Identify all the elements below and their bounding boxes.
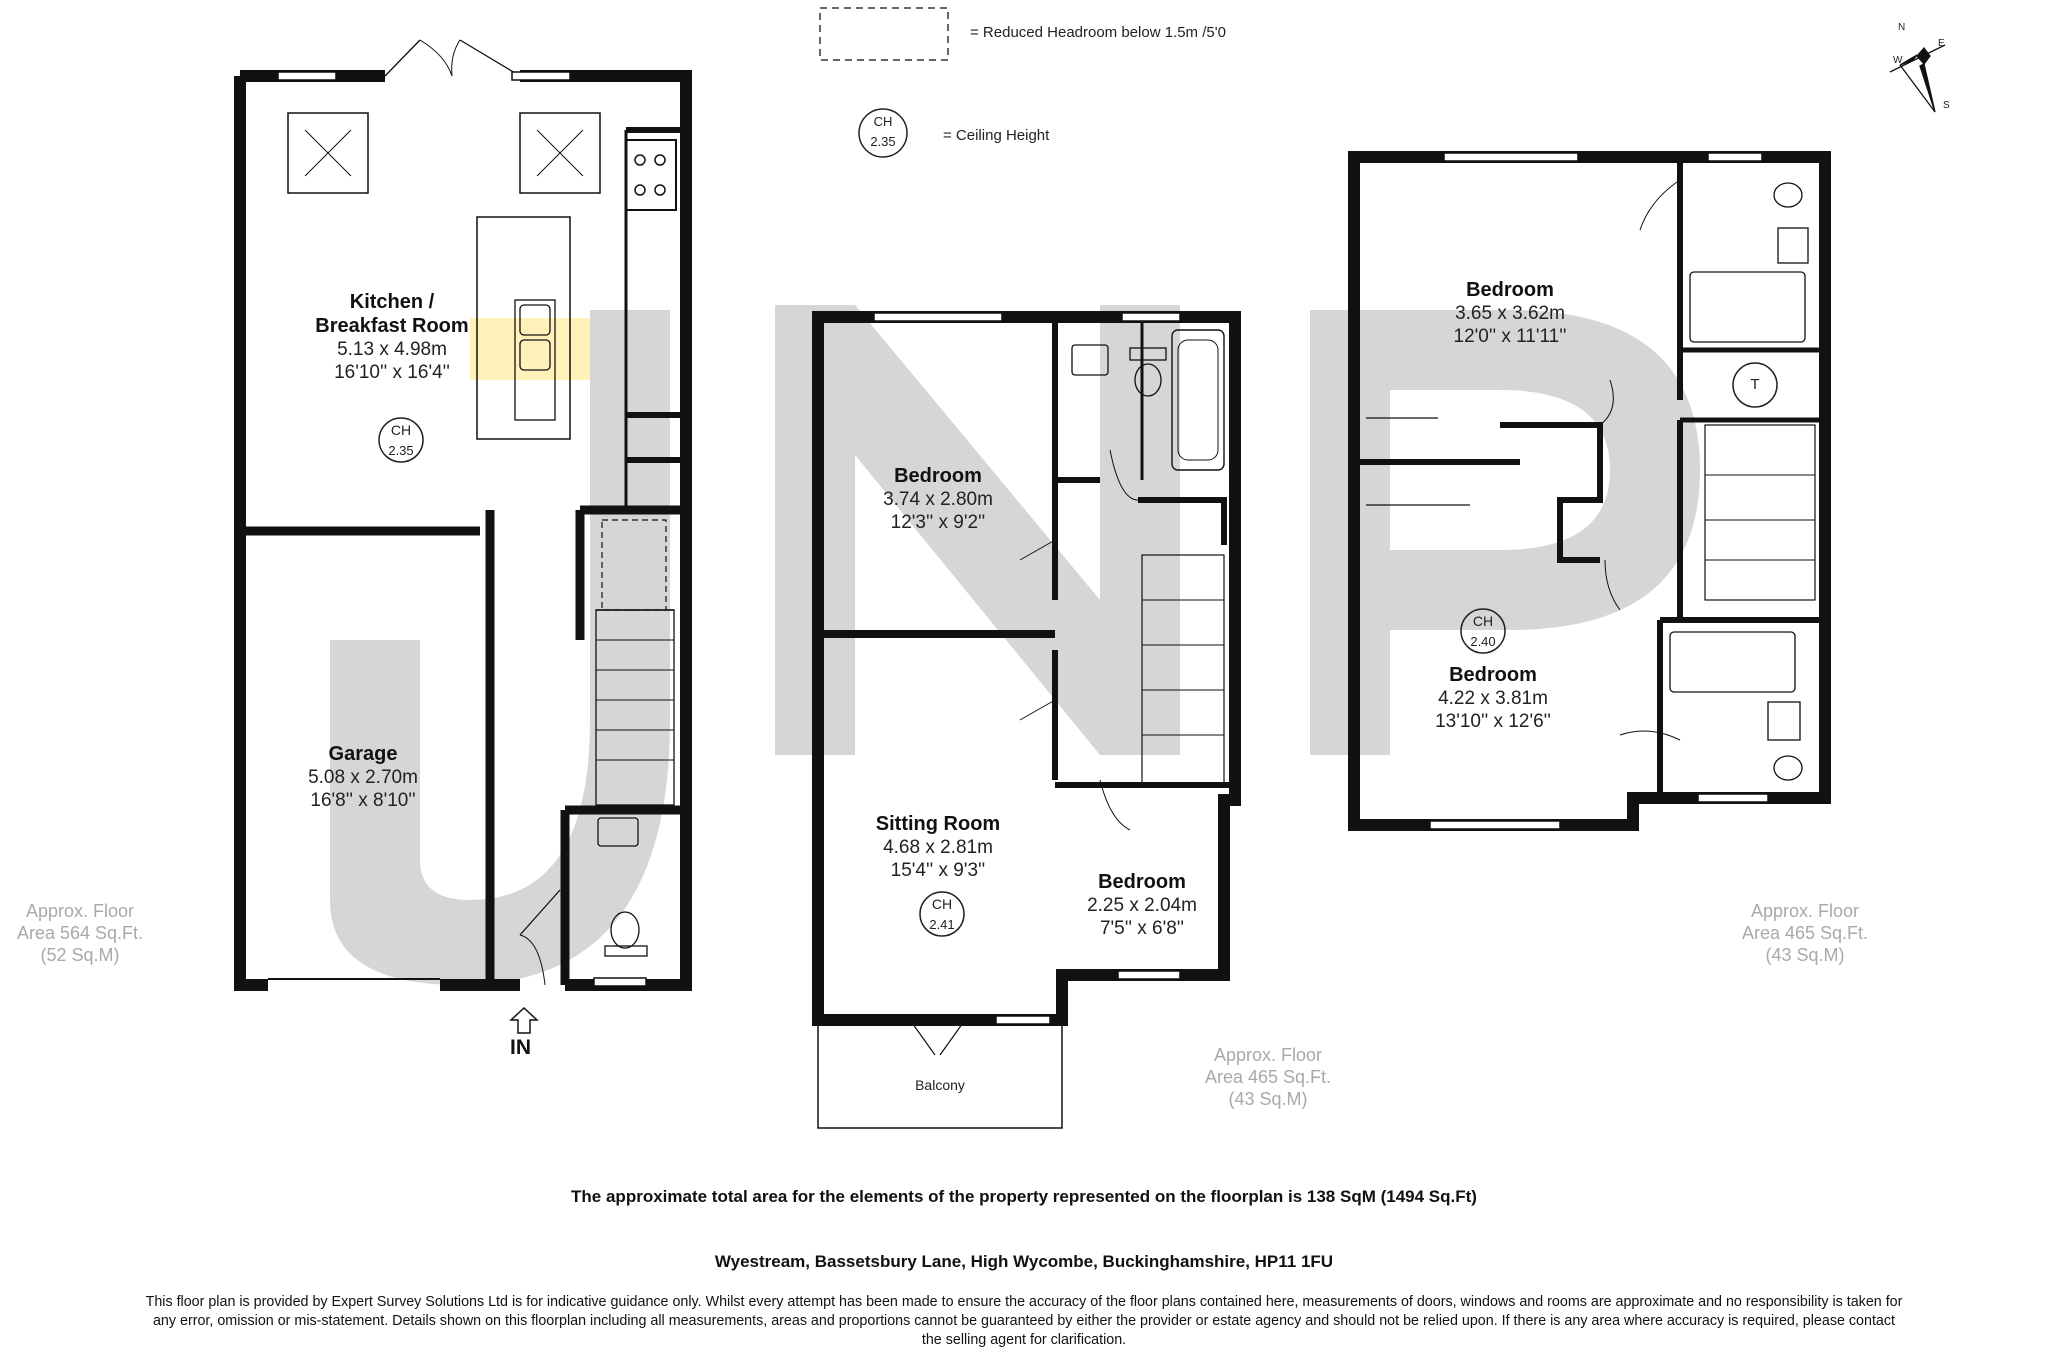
second-bedroom-bottom-name: Bedroom — [1449, 664, 1537, 686]
kitchen-imperial: 16'10'' x 16'4'' — [334, 362, 450, 383]
second-bedroom-top-imperial: 12'0'' x 11'11'' — [1453, 326, 1567, 347]
legend-ch-label: CH — [873, 114, 893, 129]
second-bedroom-ch-label: CH — [1472, 613, 1494, 629]
first-bedroom-name: Bedroom — [894, 465, 982, 487]
ground-area-line1: Approx. Floor — [25, 901, 135, 921]
watermark-logo — [330, 305, 1700, 985]
reduced-headroom-legend: = Reduced Headroom below 1.5m /5'0 — [970, 24, 1226, 41]
disclaimer-line2: any error, omission or mis-statement. De… — [152, 1313, 1896, 1329]
sitting-room-ceiling-height-icon — [919, 891, 965, 937]
kitchen-name-line2: Breakfast Room — [315, 315, 469, 337]
small-bedroom-name: Bedroom — [1098, 871, 1186, 893]
sitting-room-ch-value: 2.41 — [929, 917, 955, 932]
first-bedroom-label: Bedroom 3.74 x 2.80m 12'3'' x 9'2'' — [883, 464, 993, 534]
sitting-room-metric: 4.68 x 2.81m — [883, 837, 993, 858]
property-address: Wyestream, Bassetsbury Lane, High Wycomb… — [714, 1252, 1334, 1271]
first-bedroom-imperial: 12'3'' x 9'2'' — [890, 512, 986, 533]
first-floor-area: Approx. Floor Area 465 Sq.Ft. (43 Sq.M) — [1205, 1044, 1331, 1110]
entrance-label: IN — [510, 1036, 531, 1059]
balcony-label: Balcony — [915, 1077, 965, 1093]
garage-name: Garage — [328, 743, 398, 765]
compass-e: E — [1938, 38, 1945, 49]
second-area-line1: Approx. Floor — [1750, 901, 1860, 921]
garage-imperial: 16'8'' x 8'10'' — [310, 790, 416, 811]
disclaimer: This floor plan is provided by Expert Su… — [0, 1293, 2048, 1350]
bedroom-ceiling-height-icon — [1460, 608, 1506, 654]
kitchen-ch-label: CH — [390, 422, 412, 438]
second-area-line2: Area 465 Sq.Ft. — [1741, 923, 1869, 943]
sitting-room-label: Sitting Room 4.68 x 2.81m 15'4'' x 9'3'' — [876, 812, 1000, 882]
reduced-headroom-legend-box — [819, 7, 949, 61]
second-area-line3: (43 Sq.M) — [1765, 945, 1845, 965]
total-area-statement: The approximate total area for the eleme… — [571, 1187, 1477, 1206]
kitchen-ch-value: 2.35 — [388, 443, 414, 458]
compass-s: S — [1943, 100, 1950, 111]
first-bedroom-metric: 3.74 x 2.80m — [883, 489, 993, 510]
second-bedroom-ch-value: 2.40 — [1470, 634, 1496, 649]
compass-w: W — [1893, 55, 1903, 66]
second-floor-area: Approx. Floor Area 465 Sq.Ft. (43 Sq.M) — [1742, 900, 1868, 966]
second-bedroom-bottom-label: Bedroom 4.22 x 3.81m 13'10'' x 12'6'' — [1435, 663, 1551, 733]
kitchen-label: Kitchen / Breakfast Room 5.13 x 4.98m 16… — [315, 290, 468, 384]
sitting-room-ch-label: CH — [931, 896, 953, 912]
ground-floor-plan — [234, 39, 692, 991]
ground-area-line2: Area 564 Sq.Ft. — [16, 923, 144, 943]
cupboard-label: T — [1750, 376, 1760, 393]
small-bedroom-label: Bedroom 2.25 x 2.04m 7'5'' x 6'8'' — [1087, 870, 1197, 940]
garage-metric: 5.08 x 2.70m — [308, 767, 418, 788]
sitting-room-imperial: 15'4'' x 9'3'' — [890, 860, 986, 881]
second-floor-plan — [1348, 151, 1831, 831]
sitting-room-name: Sitting Room — [875, 813, 1001, 835]
second-bedroom-top-name: Bedroom — [1466, 279, 1554, 301]
small-bedroom-metric: 2.25 x 2.04m — [1087, 895, 1197, 916]
second-bedroom-bottom-metric: 4.22 x 3.81m — [1438, 688, 1548, 709]
disclaimer-line1: This floor plan is provided by Expert Su… — [145, 1294, 1903, 1310]
first-area-line1: Approx. Floor — [1213, 1045, 1323, 1065]
ground-floor-area: Approx. Floor Area 564 Sq.Ft. (52 Sq.M) — [17, 900, 143, 966]
small-bedroom-imperial: 7'5'' x 6'8'' — [1099, 918, 1185, 939]
entrance-arrow-icon — [509, 1006, 539, 1034]
ceiling-height-legend: = Ceiling Height — [943, 127, 1050, 144]
kitchen-metric: 5.13 x 4.98m — [337, 339, 447, 360]
kitchen-ceiling-height-icon — [378, 417, 424, 463]
first-area-line3: (43 Sq.M) — [1228, 1089, 1308, 1109]
compass-icon — [1889, 44, 1946, 113]
first-area-line2: Area 465 Sq.Ft. — [1204, 1067, 1332, 1087]
ceiling-height-legend-icon — [858, 108, 908, 158]
first-floor-plan — [812, 311, 1241, 1129]
kitchen-highlight — [470, 318, 590, 380]
legend-ch-value: 2.35 — [870, 134, 896, 149]
second-bedroom-top-metric: 3.65 x 3.62m — [1455, 303, 1565, 324]
compass-n: N — [1898, 22, 1906, 33]
kitchen-name-line1: Kitchen / — [349, 291, 435, 313]
cylinder-cupboard-icon — [1732, 362, 1778, 408]
garage-label: Garage 5.08 x 2.70m 16'8'' x 8'10'' — [308, 742, 418, 812]
disclaimer-line3: the selling agent for clarification. — [921, 1332, 1127, 1348]
second-bedroom-bottom-imperial: 13'10'' x 12'6'' — [1435, 711, 1551, 732]
ground-area-line3: (52 Sq.M) — [40, 945, 120, 965]
second-bedroom-top-label: Bedroom 3.65 x 3.62m 12'0'' x 11'11'' — [1454, 278, 1567, 348]
